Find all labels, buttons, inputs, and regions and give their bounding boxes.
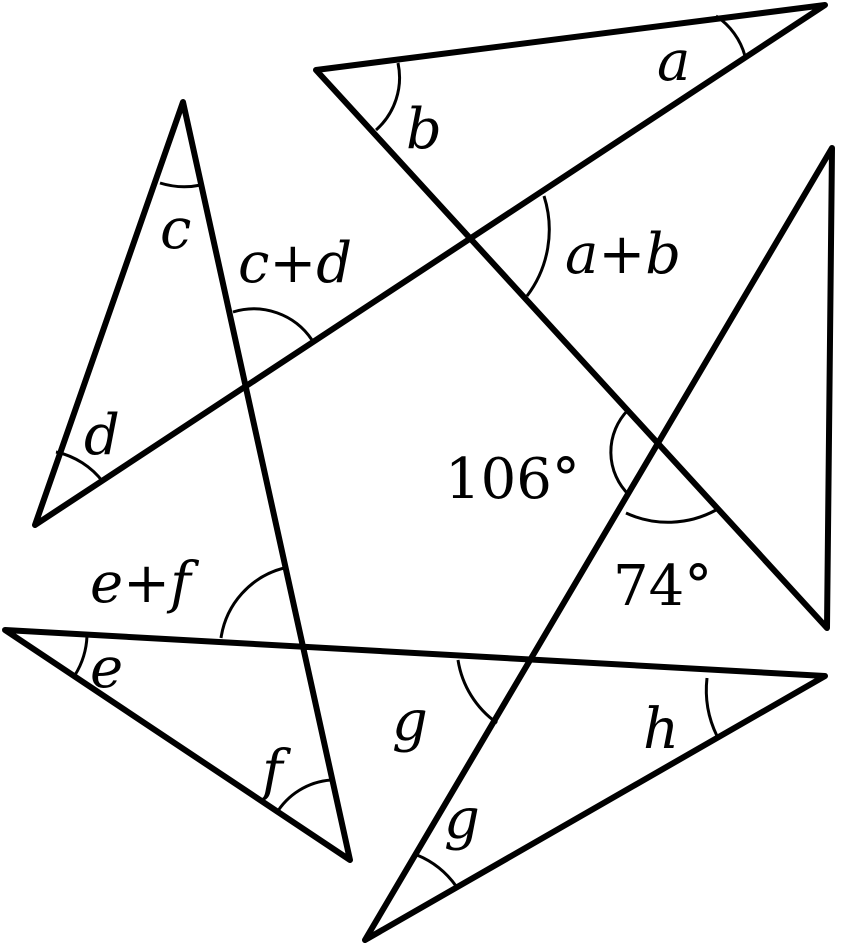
arc-b <box>375 62 402 132</box>
label-e-plus-f: e+f <box>90 551 200 616</box>
label-f: f <box>258 739 292 804</box>
arc-e-plus-f <box>219 566 285 639</box>
label-h: h <box>643 697 679 762</box>
arc-g-bottom <box>416 853 458 887</box>
label-74: 74° <box>613 554 712 619</box>
arc-c <box>159 181 202 189</box>
arc-74 <box>625 508 717 524</box>
label-g-top: g <box>392 689 428 754</box>
label-a: a <box>657 29 690 94</box>
label-b: b <box>406 97 442 162</box>
arc-h <box>704 677 719 737</box>
angle-arcs <box>55 14 747 887</box>
label-e: e <box>90 636 123 701</box>
arc-d <box>55 450 105 483</box>
triangle-ab-edges <box>2 2 835 943</box>
arc-a <box>715 14 747 57</box>
label-a-plus-b: a+b <box>565 222 681 287</box>
triangle-ab <box>2 2 835 943</box>
arc-e <box>73 635 89 676</box>
label-d: d <box>84 403 120 468</box>
label-c-plus-d: c+d <box>238 231 352 296</box>
label-g-bottom: g <box>444 787 480 852</box>
label-106: 106° <box>445 447 580 512</box>
arc-g-top <box>456 659 498 725</box>
arc-c-plus-d <box>232 307 314 341</box>
arc-f <box>274 778 332 815</box>
label-c: c <box>160 197 191 262</box>
arc-a-plus-b <box>525 195 551 297</box>
arc-106 <box>609 408 631 497</box>
